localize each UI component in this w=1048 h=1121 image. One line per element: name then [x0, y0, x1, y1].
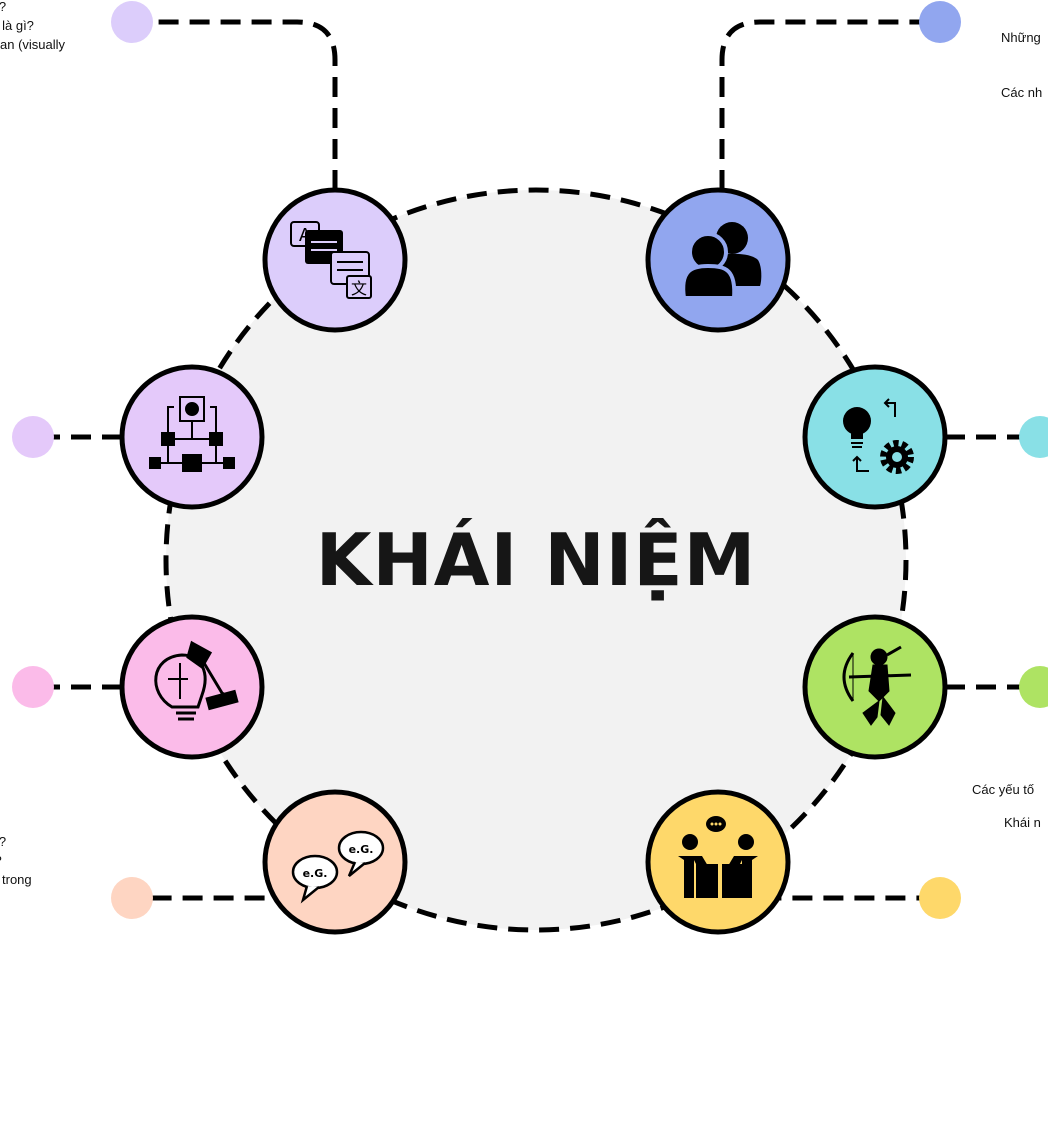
- dot-bottom-right: [919, 877, 961, 919]
- svg-text:e.G.: e.G.: [303, 867, 328, 880]
- text-top-left: gì? y là gì? an (visually: [0, 0, 65, 54]
- dot-right-upper: [1019, 416, 1048, 458]
- diagram-title: KHÁI NIỆM: [315, 518, 757, 602]
- connector-top-left: [150, 19, 338, 190]
- flowchart-icon: [149, 396, 235, 472]
- dot-left-lower: [12, 666, 54, 708]
- lightbulb-puzzle-icon: [154, 640, 239, 721]
- translate-icon: A 文: [290, 221, 372, 299]
- text-line: y?: [0, 851, 32, 870]
- svg-text:e.G.: e.G.: [349, 843, 374, 856]
- lightbulb-gear-icon: [843, 398, 914, 474]
- svg-text:文: 文: [351, 279, 367, 298]
- dot-bottom-left: [111, 877, 153, 919]
- archer-icon: [842, 645, 912, 726]
- text-bottom-left: gì? y? trong: [0, 832, 32, 889]
- node-discussion: [645, 789, 791, 935]
- dot-right-lower: [1019, 666, 1048, 708]
- dot-left-upper: [12, 416, 54, 458]
- dot-top-left: [111, 1, 153, 43]
- text-line: gì?: [0, 832, 32, 851]
- center-circle: [163, 187, 909, 933]
- text-right-mid-2: Khái n: [1004, 815, 1041, 830]
- text-line: gì?: [0, 0, 65, 16]
- users-icon: [681, 222, 762, 300]
- text-line: an (visually: [0, 37, 66, 52]
- text-top-right-1: Những: [1001, 30, 1041, 45]
- node-idea-puzzle: [119, 614, 265, 760]
- node-idea-process: [802, 364, 948, 510]
- text-right-mid-1: Các yếu tố: [972, 782, 1035, 797]
- dot-top-right: [919, 1, 961, 43]
- node-examples: [262, 789, 408, 935]
- connector-top-right: [719, 19, 920, 190]
- text-line: trong: [2, 872, 32, 887]
- text-top-right-2: Các nh: [1001, 85, 1043, 100]
- text-line: y là gì?: [0, 18, 34, 33]
- example-speech-bubbles-icon: e.G. e.G.: [291, 830, 385, 904]
- two-people-talking-icon: [678, 816, 758, 898]
